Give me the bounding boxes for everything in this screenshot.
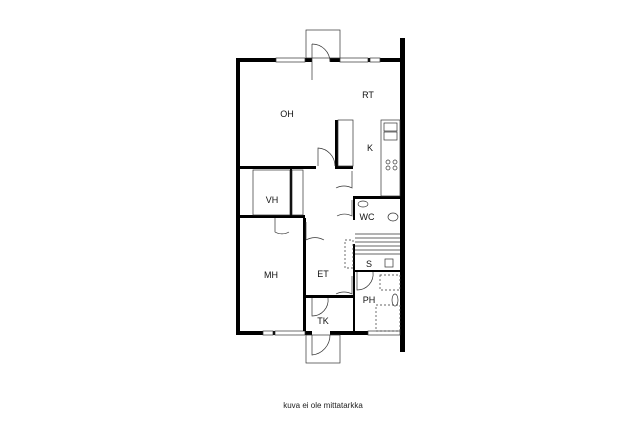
interior-walls (240, 120, 400, 331)
fixtures (252, 119, 401, 332)
doors (274, 43, 374, 356)
room-label-et: ET (317, 269, 329, 279)
room-label-rt: RT (362, 90, 374, 100)
room-label-vh: VH (266, 195, 279, 205)
sauna-benches (355, 233, 400, 255)
room-label-oh: OH (280, 109, 294, 119)
room-label-mh: MH (264, 270, 278, 280)
room-label-tk: TK (317, 316, 329, 326)
room-label-wc: WC (360, 212, 375, 222)
outer-walls (236, 38, 405, 352)
entrance-steps (305, 29, 341, 364)
room-label-ph: PH (363, 295, 376, 305)
room-label-k: K (367, 143, 373, 153)
scale-disclaimer: kuva ei ole mittatarkka (283, 401, 363, 410)
room-label-s: S (366, 259, 372, 269)
